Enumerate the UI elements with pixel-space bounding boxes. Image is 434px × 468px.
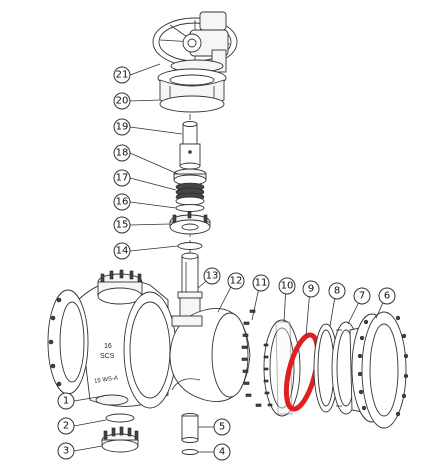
balloon-15: 15 — [113, 216, 131, 234]
balloon-4-label: 4 — [219, 447, 225, 458]
stem-flange — [169, 211, 211, 235]
body-studs-ring — [241, 309, 262, 407]
balloon-1: 1 — [57, 392, 75, 410]
end-adapter-flange — [336, 311, 409, 429]
balloon-5-label: 5 — [219, 422, 225, 433]
seat-retainer — [263, 319, 301, 417]
balloon-13-label: 13 — [206, 271, 219, 282]
stem-o-ring — [177, 242, 203, 250]
balloon-7-label: 7 — [359, 291, 365, 302]
balloon-15-label: 15 — [116, 220, 129, 231]
handwheel-operator — [152, 11, 238, 73]
balloon-20: 20 — [113, 92, 131, 110]
balloon-20-label: 20 — [116, 96, 129, 107]
valve-stem — [177, 252, 203, 317]
balloon-19-label: 19 — [116, 122, 129, 133]
balloon-21-label: 21 — [116, 70, 129, 81]
balloon-19: 19 — [113, 118, 131, 136]
balloon-14: 14 — [113, 242, 131, 260]
bottom-cover — [101, 426, 139, 453]
balloon-10-label: 10 — [281, 281, 294, 292]
balloon-3-label: 3 — [63, 446, 69, 457]
balloon-2-label: 2 — [63, 421, 69, 432]
trunnion-washer — [181, 449, 199, 455]
balloon-17-label: 17 — [116, 173, 129, 184]
balloon-21: 21 — [113, 66, 131, 84]
balloon-18-label: 18 — [116, 148, 129, 159]
stem-key — [179, 121, 201, 170]
balloon-12: 12 — [227, 272, 245, 290]
stem-washer — [175, 204, 205, 212]
balloon-3: 3 — [57, 442, 75, 460]
body-marking-material: SCS — [100, 353, 115, 360]
balloon-8: 8 — [328, 282, 346, 300]
balloon-16-label: 16 — [116, 197, 129, 208]
trunnion — [181, 413, 199, 443]
bottom-o-ring — [105, 413, 135, 423]
balloon-11: 11 — [252, 274, 270, 292]
balloon-5: 5 — [213, 418, 231, 436]
balloon-7: 7 — [353, 287, 371, 305]
balloon-4: 4 — [213, 443, 231, 461]
balloon-9-label: 9 — [308, 284, 314, 295]
balloon-17: 17 — [113, 169, 131, 187]
balloon-2: 2 — [57, 417, 75, 435]
mounting-bracket — [157, 68, 227, 113]
balloon-13: 13 — [203, 267, 221, 285]
balloon-8-label: 8 — [334, 286, 340, 297]
balloon-18: 18 — [113, 144, 131, 162]
ball — [169, 308, 251, 402]
valve-body: 16 SCS 15 WS-A — [47, 269, 177, 409]
balloon-6-label: 6 — [384, 291, 390, 302]
balloon-11-label: 11 — [255, 278, 268, 289]
spring-ring — [313, 323, 339, 413]
body-marking-size: 15 WS-A — [94, 376, 119, 385]
packing-spring — [175, 182, 205, 206]
balloon-14-label: 14 — [116, 246, 129, 257]
balloon-6: 6 — [378, 287, 396, 305]
balloon-10: 10 — [278, 277, 296, 295]
balloon-9: 9 — [302, 280, 320, 298]
gland-nut — [173, 168, 207, 186]
balloon-16: 16 — [113, 193, 131, 211]
balloon-1-label: 1 — [63, 396, 69, 407]
body-marking-pressure: 16 — [104, 343, 112, 350]
balloon-12-label: 12 — [230, 276, 243, 287]
